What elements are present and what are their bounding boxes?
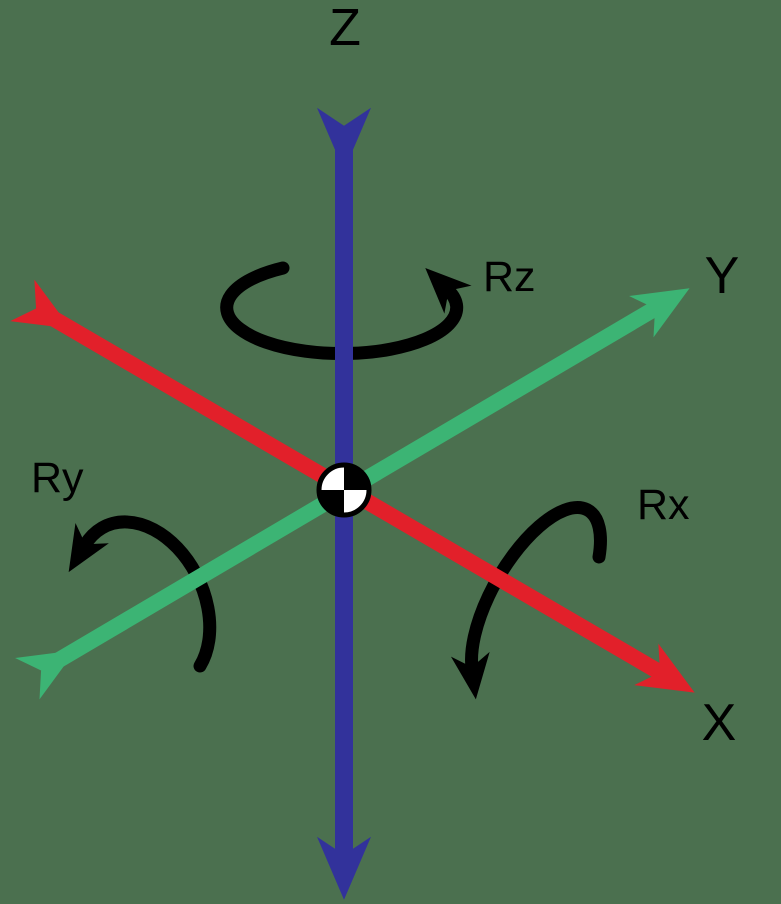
x-axis-label: X [702,694,737,752]
rx-rotation-label: Rx [637,481,690,529]
center-symbol-lower-left-quadrant [319,490,344,515]
ry-rotation-label: Ry [31,454,84,502]
center-symbol-upper-right-quadrant [344,465,369,490]
z-axis-label: Z [329,0,361,57]
center-of-mass-icon [316,462,372,518]
center-symbol-outline [316,462,372,518]
rz-rotation-label: Rz [483,253,536,301]
y-axis-label: Y [705,247,740,305]
